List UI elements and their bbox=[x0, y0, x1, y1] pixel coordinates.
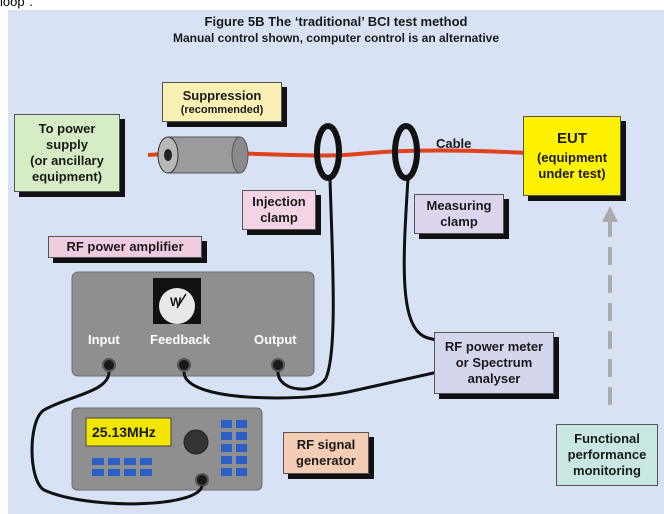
power-supply-line-4: equipment) bbox=[31, 169, 103, 184]
figure-subtitle: Manual control shown, computer control i… bbox=[172, 31, 500, 45]
power-supply-line-1: To power bbox=[38, 121, 96, 136]
measuring-clamp-ring bbox=[392, 123, 420, 181]
monitoring-arrow bbox=[602, 206, 618, 222]
injection-clamp-line-2: clamp bbox=[260, 210, 298, 225]
injection-clamp-box: Injection clamp bbox=[242, 190, 316, 230]
ferrite-suppressor bbox=[157, 136, 249, 174]
diagram-graphics bbox=[30, 123, 618, 506]
bci-test-diagram: Figure 5B The ‘traditional’ BCI test met… bbox=[8, 10, 664, 514]
amp-input-label: Input bbox=[88, 332, 120, 347]
functional-line-1: Functional bbox=[574, 431, 640, 446]
eut-sub-line-2: under test) bbox=[538, 165, 606, 181]
coax-cables bbox=[30, 177, 439, 506]
rf-generator-line-2: generator bbox=[296, 453, 356, 468]
suppression-box: Suppression (recommended) bbox=[162, 82, 282, 122]
injection-clamp-line-1: Injection bbox=[252, 194, 306, 209]
eut-box: EUT (equipment under test) bbox=[523, 116, 621, 196]
feedback-jack bbox=[177, 358, 191, 372]
amp-feedback-label: Feedback bbox=[150, 332, 210, 347]
cable-label: Cable bbox=[436, 136, 472, 151]
input-jack bbox=[102, 358, 116, 372]
eut-sub-line-1: (equipment bbox=[536, 149, 608, 165]
meter-symbol: W bbox=[170, 295, 182, 309]
injection-clamp-ring bbox=[314, 123, 342, 181]
generator-keys bbox=[92, 420, 247, 476]
rf-generator-box: RF signal generator bbox=[283, 432, 369, 474]
functional-line-3: monitoring bbox=[573, 463, 641, 478]
power-supply-line-2: supply bbox=[46, 137, 88, 152]
suppression-note: (recommended) bbox=[180, 103, 264, 116]
rf-meter-line-3: analyser bbox=[467, 371, 521, 386]
measuring-clamp-line-2: clamp bbox=[440, 214, 478, 229]
rf-meter-line-1: RF power meter bbox=[444, 339, 544, 354]
functional-line-2: performance bbox=[567, 447, 647, 462]
amp-output-label: Output bbox=[254, 332, 297, 347]
eut-title: EUT bbox=[557, 129, 587, 147]
frequency-display bbox=[85, 417, 172, 447]
measuring-clamp-line-1: Measuring bbox=[426, 198, 492, 213]
power-supply-line-3: (or ancillary bbox=[30, 153, 104, 168]
rf-amplifier-label: RF power amplifier bbox=[66, 239, 184, 254]
frequency-readout: 25.13MHz bbox=[92, 424, 156, 440]
generator-output-jack bbox=[195, 473, 209, 487]
power-supply-box: To power supply (or ancillary equipment) bbox=[14, 114, 120, 192]
figure-title: Figure 5B The ‘traditional’ BCI test met… bbox=[204, 14, 468, 29]
page-fragment-text: loop". bbox=[0, 0, 33, 9]
rf-amplifier-label-box: RF power amplifier bbox=[48, 236, 202, 258]
rf-generator-line-1: RF signal bbox=[296, 437, 356, 452]
measuring-clamp-box: Measuring clamp bbox=[414, 194, 504, 234]
output-jack bbox=[271, 358, 285, 372]
rf-meter-box: RF power meter or Spectrum analyser bbox=[434, 332, 554, 394]
tuning-knob bbox=[183, 429, 209, 455]
functional-monitoring-box: Functional performance monitoring bbox=[556, 424, 658, 486]
rf-meter-line-2: or Spectrum bbox=[455, 355, 533, 370]
suppression-label: Suppression bbox=[182, 87, 262, 103]
